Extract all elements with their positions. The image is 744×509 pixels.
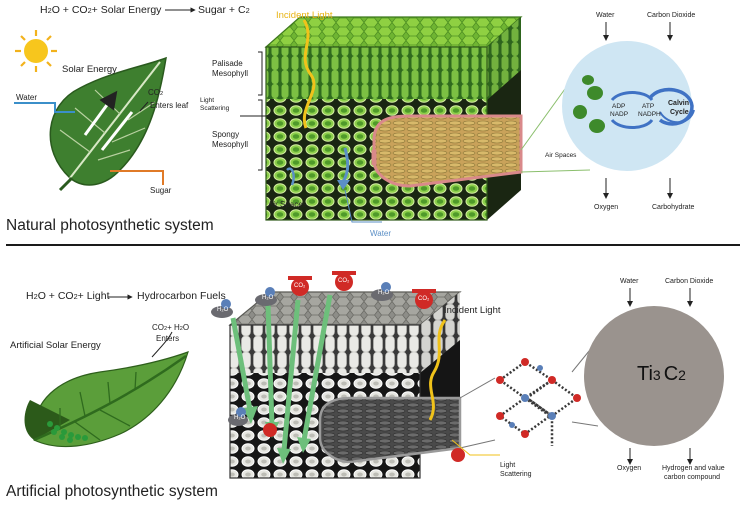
palisade-label-2: Mesophyll (212, 69, 249, 78)
mol-label-co2: CO₂ (338, 278, 350, 284)
circle-air-spaces-label: Air Spaces (545, 152, 577, 159)
circle-co2-label: Carbon Dioxide (647, 12, 696, 19)
artificial-light-scattering-1: Light (500, 462, 516, 469)
co2-pointer (139, 101, 149, 112)
h2o-molecule-icon (255, 287, 277, 306)
circle-top-arrows (603, 22, 673, 199)
circle-water-label: Water (596, 12, 615, 19)
sugar-line (110, 170, 164, 185)
mxene-water-label: Water (620, 278, 639, 285)
calvin-label-1: Calvin (668, 100, 690, 107)
light-scattering-label-2: Scattering (200, 105, 230, 112)
mol-label-co2: CO₂ (294, 283, 306, 289)
carbohydrate-label: Carbohydrate (652, 204, 695, 211)
mol-label-h2o: H₂O (378, 290, 390, 296)
sugar-label: Sugar (150, 186, 172, 195)
water-line (14, 102, 75, 113)
nadp-label: NADP (610, 111, 629, 118)
enters-pointer (151, 331, 173, 358)
water-label: Water (16, 93, 38, 102)
artificial-solar-label: Artificial Solar Energy (10, 340, 101, 351)
natural-cross-section (264, 16, 523, 223)
enters-label-2: Enters (156, 334, 180, 343)
mxene-co2-label: Carbon Dioxide (665, 278, 714, 285)
molecules (211, 271, 465, 462)
co2-enters-label: Enters leaf (150, 101, 189, 110)
spongy-label-2: Mesophyll (212, 140, 249, 149)
artificial-caption: Artificial photosynthetic system (6, 483, 218, 500)
co2-molecule-icon (332, 271, 356, 291)
h2o-molecule-icon (371, 282, 393, 301)
mol-label-h2o: H₂O (217, 307, 229, 313)
co2-molecule-icon (263, 423, 277, 437)
artificial-incident-light-label: Incident Light (444, 305, 501, 316)
artificial-light-scattering-2: Scattering (500, 471, 532, 478)
solar-energy-label: Solar Energy (62, 64, 117, 75)
mol-label-h2o: H₂O (234, 415, 246, 421)
h2o-molecule-icon (211, 299, 233, 318)
mxene-circle (584, 306, 724, 446)
mxene-lattice-icon (496, 358, 581, 446)
mol-label-h2o: H₂O (262, 295, 274, 301)
nadph-label: NADPH (638, 111, 661, 118)
mxene-product-label-2: carbon compound (664, 474, 721, 481)
air-spaces-label: Air Spaces (268, 200, 307, 209)
incident-light-label: Incident Light (276, 10, 333, 21)
circle-bottom-arrows (627, 288, 693, 465)
co2-molecule-icon (412, 289, 436, 309)
mxene-oxygen-label: Oxygen (617, 465, 642, 472)
h2o-molecule-icon (228, 407, 248, 426)
atp-label: ATP (642, 103, 655, 110)
artificial-equation-rhs: Hydrocarbon Fuels (137, 290, 226, 302)
adp-label: ADP (612, 103, 626, 110)
water-bottom-label: Water (370, 229, 392, 238)
layer-brackets (240, 51, 270, 171)
oxygen-label: Oxygen (594, 204, 619, 211)
light-scattering-line (451, 439, 500, 456)
spongy-label-1: Spongy (212, 130, 240, 139)
natural-caption: Natural photosynthetic system (6, 217, 214, 234)
artificial-cross-section (228, 291, 462, 479)
artificial-leaf (24, 351, 189, 448)
mol-label-co2: CO₂ (418, 296, 430, 302)
natural-leaf (49, 56, 167, 192)
co2-molecule-icon (288, 276, 312, 296)
light-scattering-label-1: Light (200, 97, 215, 104)
sun-icon (15, 30, 57, 72)
palisade-label-1: Palisade (212, 59, 243, 68)
co2-molecule-icon (451, 448, 465, 462)
calvin-label-2: Cycle (670, 109, 689, 116)
chloroplast-circle (562, 41, 695, 171)
mxene-product-label-1: Hydrogen and value (662, 465, 725, 472)
